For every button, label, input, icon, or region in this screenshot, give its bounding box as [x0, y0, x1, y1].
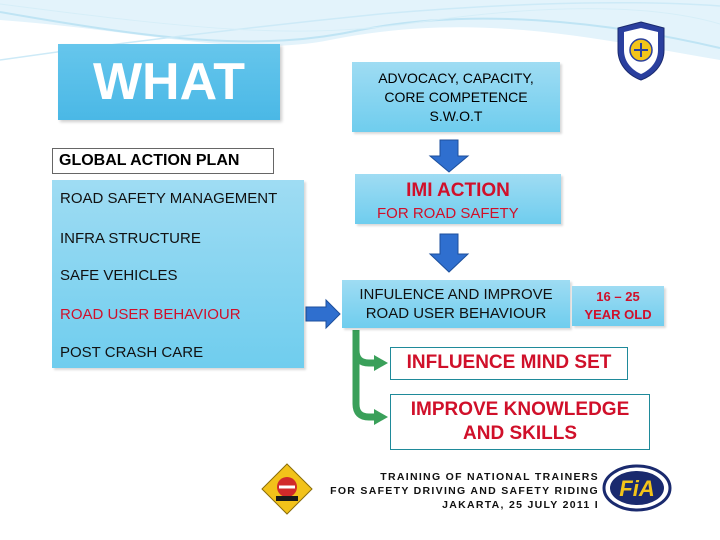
knowledge-line-1: IMPROVE KNOWLEDGE — [410, 399, 630, 420]
mindset-box: INFLUENCE MIND SET — [390, 347, 628, 380]
footer-line-2: FOR SAFETY DRIVING AND SAFETY RIDING — [330, 485, 599, 497]
plan-header-text: GLOBAL ACTION PLAN — [59, 152, 240, 169]
influence-line-2: ROAD USER BEHAVIOUR — [365, 305, 547, 322]
influence-box: INFULENCE AND IMPROVE ROAD USER BEHAVIOU… — [342, 280, 570, 328]
right-arrow-icon — [305, 298, 341, 330]
knowledge-box: IMPROVE KNOWLEDGE AND SKILLS — [390, 394, 650, 450]
knowledge-line-2: AND SKILLS — [463, 423, 577, 444]
footer-line-1: TRAINING OF NATIONAL TRAINERS — [380, 471, 599, 483]
green-connector-2 — [352, 350, 388, 425]
plan-item-road-safety-management: ROAD SAFETY MANAGEMENT — [60, 190, 278, 207]
imi-emblem-icon — [258, 460, 316, 518]
down-arrow-2-icon — [428, 233, 470, 273]
plan-item-infra-structure: INFRA STRUCTURE — [60, 230, 201, 247]
age-box: 16 – 25 YEAR OLD — [572, 286, 664, 326]
plan-item-road-user-behaviour: ROAD USER BEHAVIOUR — [60, 306, 241, 323]
down-arrow-1-icon — [428, 139, 470, 173]
footer-line-3: JAKARTA, 25 JULY 2011 I — [442, 499, 599, 511]
advocacy-line-2: CORE COMPETENCE — [384, 88, 528, 105]
plan-item-post-crash-care: POST CRASH CARE — [60, 344, 204, 361]
influence-line-1: INFULENCE AND IMPROVE — [359, 286, 553, 303]
title-box: WHAT — [58, 44, 280, 120]
imi-action-title: IMI ACTION — [406, 180, 510, 201]
mindset-text: INFLUENCE MIND SET — [406, 352, 612, 373]
plan-header: GLOBAL ACTION PLAN — [52, 148, 274, 174]
shield-emblem-icon — [617, 21, 665, 81]
fia-logo-text: FiA — [619, 476, 654, 501]
advocacy-line-3: S.W.O.T — [429, 107, 483, 124]
footer-text: TRAINING OF NATIONAL TRAINERS FOR SAFETY… — [325, 470, 599, 512]
imi-action-box: IMI ACTION FOR ROAD SAFETY — [355, 174, 561, 224]
age-label: YEAR OLD — [584, 307, 652, 322]
imi-action-subtitle: FOR ROAD SAFETY — [377, 205, 519, 222]
advocacy-box: ADVOCACY, CAPACITY, CORE COMPETENCE S.W.… — [352, 62, 560, 132]
fia-logo-icon: FiA — [602, 464, 672, 512]
plan-list: ROAD SAFETY MANAGEMENT INFRA STRUCTURE S… — [52, 180, 304, 368]
green-connector-1 — [352, 330, 388, 371]
advocacy-line-1: ADVOCACY, CAPACITY, — [378, 69, 534, 86]
title-text: WHAT — [92, 53, 246, 111]
plan-item-safe-vehicles: SAFE VEHICLES — [60, 267, 178, 284]
age-range: 16 – 25 — [596, 289, 640, 304]
